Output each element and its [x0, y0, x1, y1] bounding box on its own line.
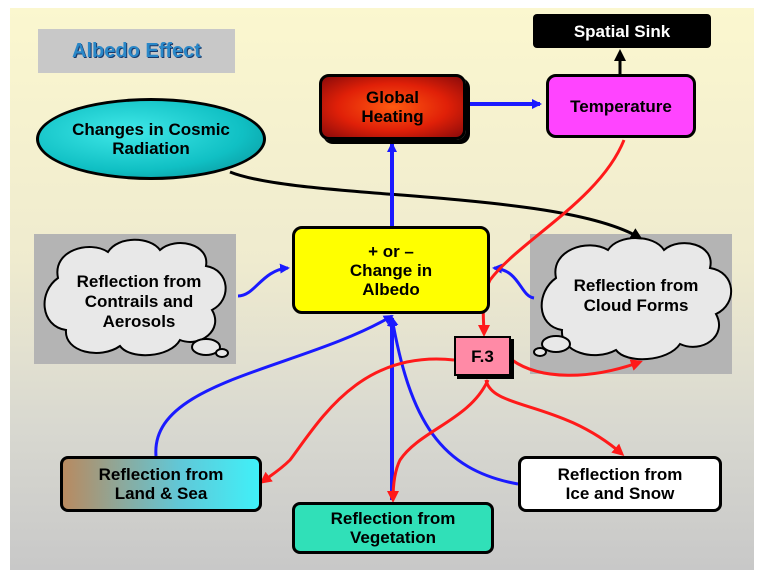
arrow-f3-to-land-sea [259, 357, 455, 484]
node-global-heating: Global Heating [319, 74, 466, 140]
arrow-cosmic-to-cloud-forms [229, 170, 643, 240]
node-vegetation: Reflection from Vegetation [292, 502, 494, 554]
node-ice-snow: Reflection from Ice and Snow [518, 456, 722, 512]
arrow-f3-to-cloud-forms [511, 358, 643, 377]
arrow-contrails-to-albedo [237, 263, 290, 298]
node-spatial-sink: Spatial Sink [533, 14, 711, 48]
cloud-forms-cloud-puff-small [533, 347, 547, 357]
node-f3: F.3 [454, 336, 511, 376]
node-albedo-change: + or – Change in Albedo [292, 226, 490, 314]
contrails-cloud-puff [191, 338, 221, 356]
arrow-ice-snow-to-albedo [388, 316, 519, 486]
node-cloud-forms: Reflection from Cloud Forms [573, 276, 699, 315]
node-cosmic-radiation: Changes in Cosmic Radiation [36, 98, 266, 180]
node-temperature: Temperature [546, 74, 696, 138]
contrails-cloud-puff-small [215, 348, 229, 358]
node-contrails-aerosols: Reflection from Contrails and Aerosols [76, 272, 202, 331]
node-land-sea: Reflection from Land & Sea [60, 456, 262, 512]
arrow-land-sea-to-albedo [154, 314, 394, 457]
arrow-f3-to-ice-snow [484, 379, 625, 456]
diagram-title: Albedo Effect [38, 29, 235, 73]
arrow-f3-to-vegetation [387, 379, 490, 503]
cloud-forms-cloud-puff [541, 335, 571, 353]
arrow-cloud-forms-to-albedo [492, 263, 535, 300]
contrails-cloud-shape [43, 238, 227, 357]
